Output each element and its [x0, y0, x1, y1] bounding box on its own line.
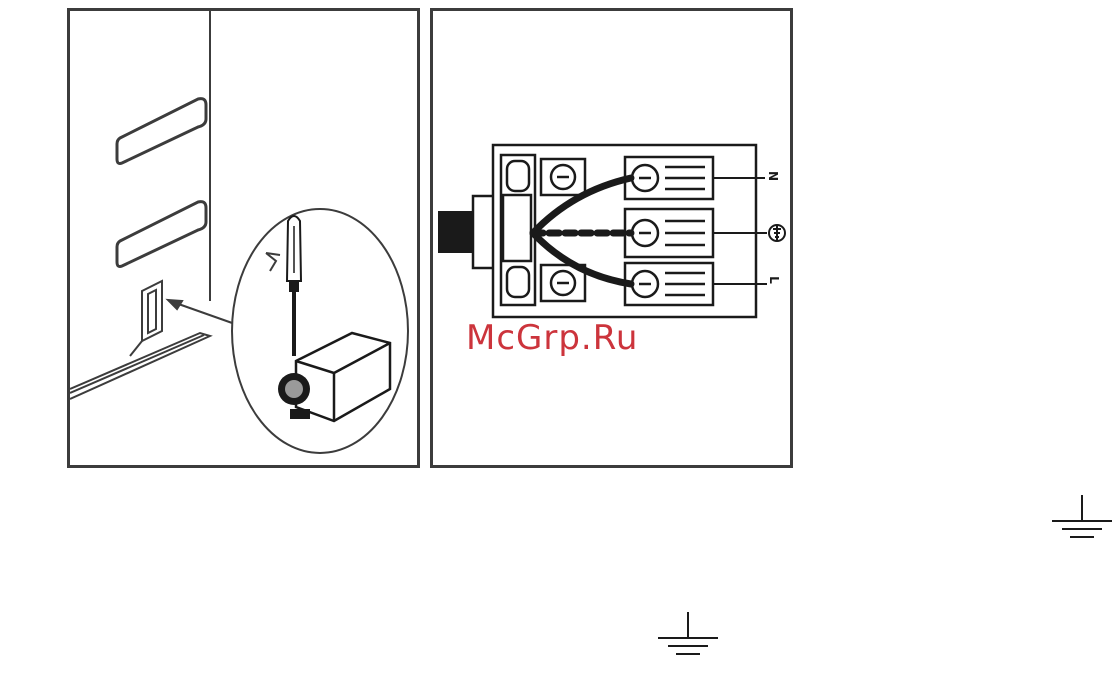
ground-symbol-icon: [1050, 493, 1114, 545]
earth-symbol-icon: [769, 225, 785, 241]
left-illustration-panel: [67, 8, 420, 468]
watermark: McGrp.Ru: [466, 318, 638, 358]
terminal-label-l: L: [767, 276, 781, 284]
cable-clamp: [501, 155, 535, 305]
terminal-row-earth: [625, 209, 713, 257]
vent-slot-upper: [117, 99, 206, 164]
screw-base: [290, 409, 310, 419]
right-illustration-panel: [430, 8, 793, 468]
cable-gland: [473, 196, 495, 268]
terminal-block-drawing: [433, 11, 796, 471]
terminal-row-n: [625, 157, 713, 199]
oven-side-drawing: [70, 11, 423, 471]
vent-slot-lower: [117, 202, 206, 267]
terminal-label-n: N: [766, 171, 780, 181]
mounting-bracket: [130, 281, 162, 356]
ground-symbol-icon: [656, 610, 720, 662]
pointer-arrow: [168, 300, 235, 324]
terminal-row-l: [625, 263, 713, 305]
